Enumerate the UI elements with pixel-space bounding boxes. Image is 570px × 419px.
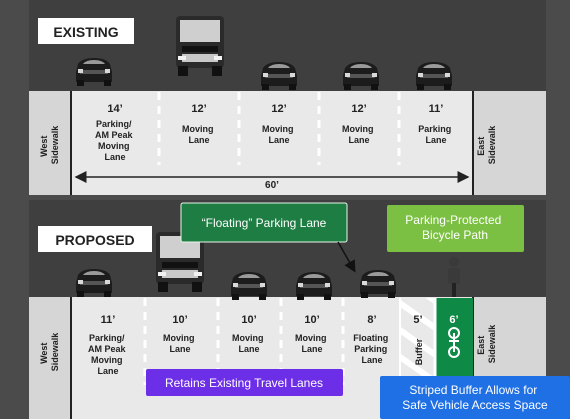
lane-label: Moving Lane bbox=[295, 333, 329, 354]
existing-lane-4: 12’ Moving Lane bbox=[342, 103, 376, 145]
proposed-car-lane4 bbox=[296, 272, 332, 300]
existing-east-sidewalk bbox=[473, 91, 546, 195]
existing-lane-1: 14’ Parking/ AM Peak Moving Lane bbox=[95, 103, 135, 162]
lane-width: 12’ bbox=[271, 103, 286, 115]
existing-title-box bbox=[38, 18, 134, 44]
callout-floating-parking: “Floating” Parking Lane bbox=[180, 202, 356, 273]
callout-travel-lanes: Retains Existing Travel Lanes bbox=[146, 369, 343, 396]
proposed-car-parking bbox=[76, 269, 112, 297]
existing-car-parking-east bbox=[416, 62, 452, 90]
lane-label: Parking/ AM Peak Moving Lane bbox=[88, 333, 128, 376]
lane-width: 5’ bbox=[413, 314, 422, 326]
callout-arrow bbox=[337, 241, 356, 273]
lane-width: 8’ bbox=[367, 314, 376, 326]
lane-width: 14’ bbox=[107, 103, 122, 115]
existing-lane-5: 11’ Parking Lane bbox=[418, 103, 454, 145]
proposed-lane-3: 10’ Moving Lane bbox=[232, 314, 266, 354]
existing-west-sidewalk bbox=[29, 91, 71, 195]
existing-car-parking bbox=[76, 58, 112, 86]
lane-label: Parking Lane bbox=[418, 124, 454, 145]
proposed-west-sidewalk-label: West Sidewalk bbox=[39, 332, 60, 372]
lane-label: Moving Lane bbox=[342, 124, 376, 145]
callout-buffer-note-text: Striped Buffer Allows for Safe Vehicle A… bbox=[402, 383, 548, 412]
bike-symbol-icon bbox=[448, 327, 460, 358]
existing-section: EXISTING West Sidewalk East Sidewalk 14’… bbox=[29, 0, 546, 195]
lane-label: Moving Lane bbox=[163, 333, 197, 354]
existing-west-sidewalk-label: West Sidewalk bbox=[39, 125, 60, 165]
callout-bike-path: Parking-Protected Bicycle Path bbox=[387, 205, 524, 252]
proposed-lane-bike: 6’ bbox=[449, 314, 458, 326]
lane-label: Buffer bbox=[414, 338, 424, 365]
lane-width: 12’ bbox=[191, 103, 206, 115]
callout-buffer-note: Striped Buffer Allows for Safe Vehicle A… bbox=[380, 376, 570, 419]
proposed-west-sidewalk bbox=[29, 297, 71, 419]
existing-east-sidewalk-label: East Sidewalk bbox=[476, 125, 497, 165]
lane-width: 10’ bbox=[172, 314, 187, 326]
callout-travel-lanes-text: Retains Existing Travel Lanes bbox=[165, 376, 323, 390]
callout-floating-parking-text: “Floating” Parking Lane bbox=[202, 216, 327, 230]
proposed-title-box bbox=[38, 226, 152, 252]
total-width-label: 60’ bbox=[265, 180, 279, 191]
lane-width: 12’ bbox=[351, 103, 366, 115]
lane-width: 6’ bbox=[449, 314, 458, 326]
proposed-lane-1: 11’ Parking/ AM Peak Moving Lane bbox=[88, 314, 128, 376]
existing-lane-2: 12’ Moving Lane bbox=[182, 103, 216, 145]
proposed-car-lane3 bbox=[231, 272, 267, 300]
lane-width: 11’ bbox=[429, 103, 444, 115]
cyclist-icon bbox=[448, 257, 460, 297]
existing-truck bbox=[176, 16, 224, 76]
proposed-title: PROPOSED bbox=[55, 232, 134, 248]
proposed-lane-2: 10’ Moving Lane bbox=[163, 314, 197, 354]
lane-label: Moving Lane bbox=[182, 124, 216, 145]
existing-lane-3: 12’ Moving Lane bbox=[262, 103, 296, 145]
callout-bike-path-text: Parking-Protected Bicycle Path bbox=[405, 213, 504, 242]
lane-width: 10’ bbox=[304, 314, 319, 326]
proposed-lane-buffer: 5’ Buffer bbox=[413, 314, 424, 365]
proposed-car-floating bbox=[360, 270, 396, 298]
existing-car-lane3 bbox=[261, 62, 297, 90]
lane-label: Parking/ AM Peak Moving Lane bbox=[95, 119, 135, 162]
lane-width: 11’ bbox=[101, 314, 116, 326]
proposed-lane-5: 8’ Floating Parking Lane bbox=[353, 314, 391, 365]
proposed-east-sidewalk-label: East Sidewalk bbox=[476, 324, 497, 364]
lane-label: Moving Lane bbox=[232, 333, 266, 354]
existing-title: EXISTING bbox=[53, 24, 118, 40]
lane-label: Moving Lane bbox=[262, 124, 296, 145]
existing-car-lane4 bbox=[343, 62, 379, 90]
lane-width: 10’ bbox=[241, 314, 256, 326]
proposed-lane-4: 10’ Moving Lane bbox=[295, 314, 329, 354]
lane-label: Floating Parking Lane bbox=[353, 333, 391, 365]
